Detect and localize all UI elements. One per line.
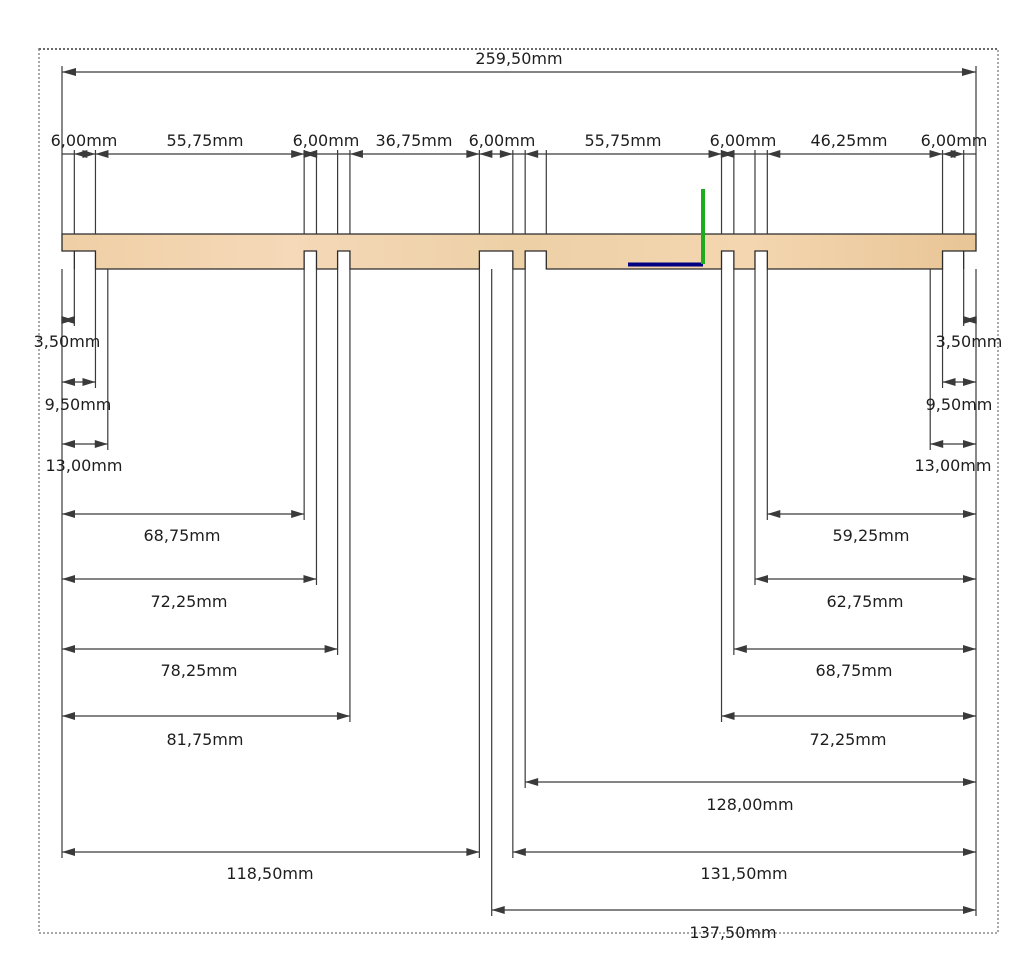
left-arrow-start-6 — [62, 712, 75, 720]
top-arrow-end-7 — [929, 150, 943, 158]
right-arrow-end-7 — [963, 778, 976, 786]
left-arrow-start-4 — [62, 575, 75, 583]
left-stack-dimensions: 3,50mm 9,50mm 13,00mm 68,75mm 72,25mm 78… — [34, 269, 480, 883]
right-dim-9-50: 9,50mm — [926, 395, 993, 414]
top-dim-slot-1: 6,00mm — [51, 131, 118, 150]
top-dim-slot-4: 6,00mm — [710, 131, 777, 150]
top-dim-slot-2: 6,00mm — [293, 131, 360, 150]
top-arrow-end-5 — [708, 150, 722, 158]
top-dim-slot-3: 6,00mm — [469, 131, 536, 150]
right-dim-59-25: 59,25mm — [833, 526, 910, 545]
left-arrow-start-5 — [62, 645, 75, 653]
overall-dimension: 259,50mm — [62, 49, 976, 76]
left-arrow-end-1 — [82, 378, 96, 386]
left-arrow-end-6 — [336, 712, 350, 720]
left-dim-118-50: 118,50mm — [226, 864, 313, 883]
right-arrow-end-0 — [963, 316, 976, 324]
top-arrow-end-4 — [499, 150, 513, 158]
right-dim-137-50: 137,50mm — [689, 923, 776, 942]
right-arrow-start-2 — [930, 440, 944, 448]
top-arrow-start-1 — [95, 150, 109, 158]
right-arrow-end-2 — [963, 440, 976, 448]
top-dim-slot-5: 6,00mm — [921, 131, 988, 150]
right-arrow-start-9 — [491, 906, 505, 914]
left-stack-lines — [61, 269, 480, 858]
right-arrow-start-3 — [767, 510, 781, 518]
left-arrow-end-7 — [466, 848, 480, 856]
top-arrow-start-4 — [479, 150, 493, 158]
overall-arrow-right — [962, 68, 976, 76]
right-dim-68-75: 68,75mm — [816, 661, 893, 680]
left-arrow-end-4 — [303, 575, 317, 583]
slotted-board — [61, 233, 977, 270]
top-arrow-end-0 — [82, 150, 96, 158]
right-arrow-start-6 — [721, 712, 735, 720]
left-arrow-start-1 — [62, 378, 75, 386]
right-arrow-start-5 — [733, 645, 747, 653]
top-dim-gap-4: 46,25mm — [811, 131, 888, 150]
left-dim-72-25: 72,25mm — [151, 592, 228, 611]
right-arrow-end-8 — [963, 848, 976, 856]
right-dim-72-25: 72,25mm — [810, 730, 887, 749]
right-arrow-start-4 — [754, 575, 768, 583]
right-arrow-start-8 — [512, 848, 526, 856]
right-arrow-end-1 — [963, 378, 976, 386]
top-arrow-end-6 — [720, 150, 734, 158]
top-chain-arrows — [74, 150, 964, 158]
sheet-frame — [38, 48, 999, 934]
top-dim-gap-3: 55,75mm — [585, 131, 662, 150]
right-dim-128-00: 128,00mm — [706, 795, 793, 814]
left-dim-9-50: 9,50mm — [45, 395, 112, 414]
left-arrow-end-3 — [291, 510, 305, 518]
left-arrow-end-5 — [324, 645, 338, 653]
top-arrow-end-1 — [291, 150, 305, 158]
right-arrow-end-3 — [963, 510, 976, 518]
left-arrow-start-3 — [62, 510, 75, 518]
right-arrow-end-4 — [963, 575, 976, 583]
top-arrow-end-8 — [950, 150, 964, 158]
overall-arrow-left — [62, 68, 76, 76]
extension-lines — [61, 66, 977, 234]
top-arrow-start-5 — [525, 150, 539, 158]
left-dim-3-50: 3,50mm — [34, 332, 101, 351]
right-arrow-end-6 — [963, 712, 976, 720]
right-stack-dimensions: 3,50mm 9,50mm 13,00mm 59,25mm 62,75mm 68… — [491, 269, 1003, 942]
left-arrow-end-2 — [94, 440, 108, 448]
right-dim-13-00: 13,00mm — [915, 456, 992, 475]
right-stack-lines — [491, 269, 977, 916]
left-arrow-start-2 — [62, 440, 75, 448]
right-arrow-start-1 — [942, 378, 956, 386]
top-chain-dimensions: 6,00mm 55,75mm 6,00mm 36,75mm 6,00mm 55,… — [51, 131, 988, 158]
top-arrow-end-2 — [303, 150, 317, 158]
right-arrow-end-9 — [963, 906, 976, 914]
right-dim-62-75: 62,75mm — [827, 592, 904, 611]
overall-length-label: 259,50mm — [475, 49, 562, 68]
top-arrow-start-3 — [349, 150, 363, 158]
top-arrow-end-3 — [466, 150, 480, 158]
right-dim-3-50: 3,50mm — [936, 332, 1003, 351]
left-arrow-end-0 — [61, 316, 75, 324]
right-dim-131-50: 131,50mm — [700, 864, 787, 883]
top-dim-gap-1: 55,75mm — [167, 131, 244, 150]
right-arrow-start-7 — [525, 778, 539, 786]
left-arrow-start-7 — [62, 848, 75, 856]
left-dim-13-00: 13,00mm — [46, 456, 123, 475]
left-dim-81-75: 81,75mm — [167, 730, 244, 749]
left-dim-68-75: 68,75mm — [144, 526, 221, 545]
top-dim-gap-2: 36,75mm — [376, 131, 453, 150]
left-dim-78-25: 78,25mm — [161, 661, 238, 680]
right-arrow-end-5 — [963, 645, 976, 653]
top-arrow-start-7 — [767, 150, 781, 158]
